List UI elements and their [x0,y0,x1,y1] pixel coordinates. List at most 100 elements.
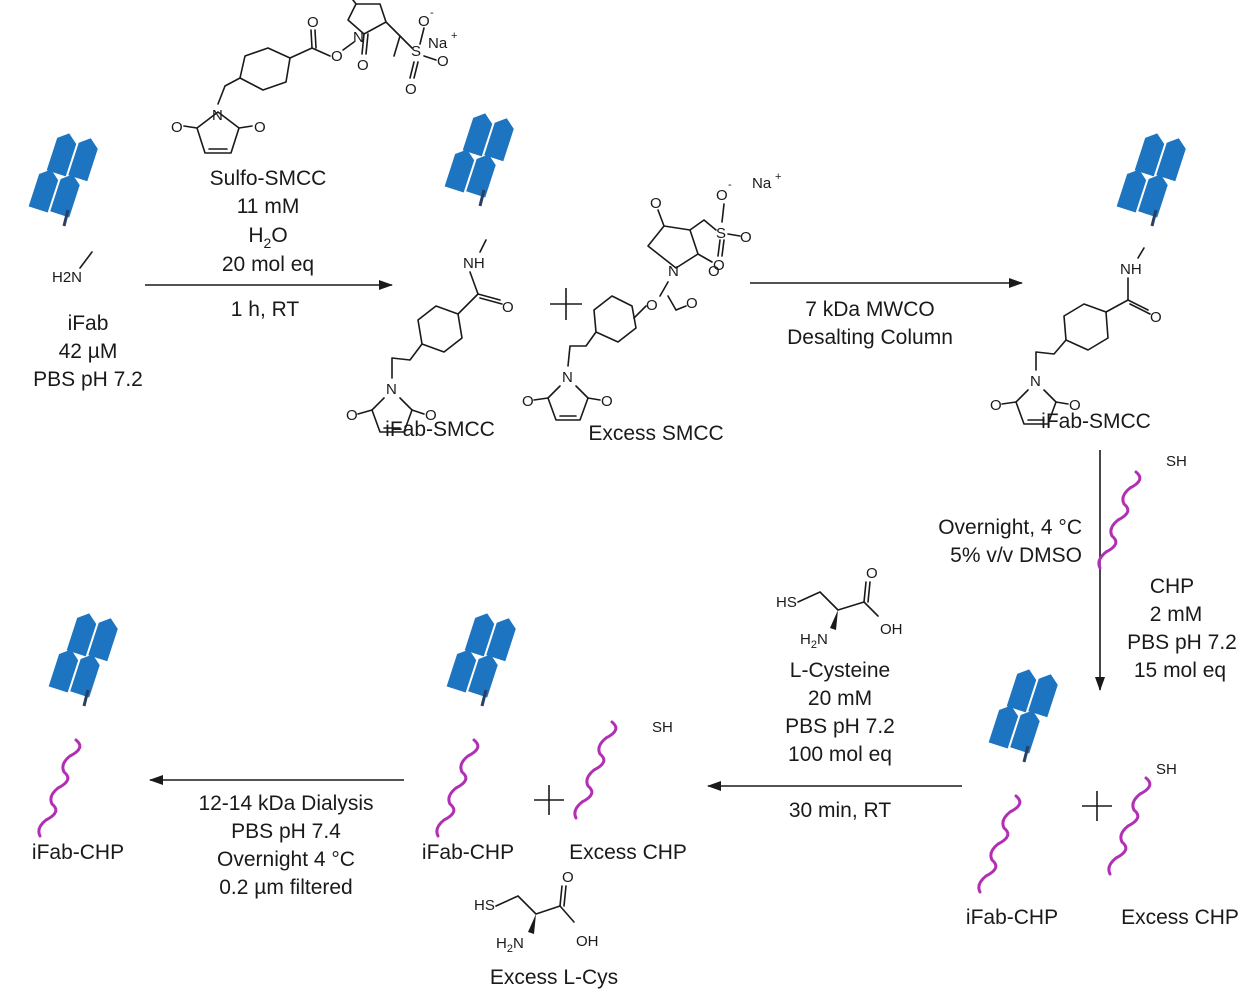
chp-peptide-icon [1097,470,1142,570]
step3-cond2: 5% v/v DMSO [950,544,1082,567]
atom-o: O [740,229,752,246]
atom-o: O [357,57,369,74]
sulfo-smcc-structure: O O N O O N O S O - O O Na + [171,0,457,154]
hydroxyl-label: OH [576,933,599,950]
products4-excess-cys: Excess L-Cys [490,966,618,989]
products3-conjugate: iFab-CHP [966,906,1058,929]
atom-o: O [716,187,728,204]
atom-n: N [562,369,573,386]
thiol-label: HS [776,594,797,611]
minus-charge: - [430,7,434,19]
chp-peptide-icon [37,738,82,838]
atom-s: S [411,43,421,60]
excess-cysteine-structure: HS O OH H2N [474,869,599,955]
step5-line3: Overnight 4 °C [217,848,355,871]
atom-o: O [713,257,725,274]
ifab-smcc-linker-structure: NH O N O O [346,239,514,433]
atom-o: O [562,869,574,886]
atom-o: O [601,393,613,410]
atom-nh: NH [463,255,485,272]
thiol-label: SH [1166,453,1187,470]
amine-label: H2N [496,935,524,955]
step1-condition: 1 h, RT [231,298,300,321]
step1-equiv: 20 mol eq [222,253,314,276]
step5-line2: PBS pH 7.4 [231,820,341,843]
ifab-fragment-icon [48,613,118,707]
plus-sign [534,785,564,815]
chp-peptide-icon [1107,776,1152,876]
amine-label: H2N [800,631,828,651]
final-name: iFab-CHP [32,841,124,864]
step4-buffer: PBS pH 7.2 [785,715,895,738]
ifab-fragment-icon [988,669,1058,763]
step4-equiv: 100 mol eq [788,743,892,766]
step3-equiv: 15 mol eq [1134,659,1226,682]
atom-o: O [331,48,343,65]
step2-line2: Desalting Column [787,326,953,349]
chp-peptide-icon [977,794,1022,894]
products3-excess: Excess CHP [1121,906,1239,929]
atom-n: N [668,263,679,280]
step1-reagent-name: Sulfo-SMCC [210,167,327,190]
atom-n: N [353,29,364,46]
amine-bond [79,251,93,269]
sodium-ion: Na [752,175,772,192]
atom-n: N [212,107,223,124]
ifab-fragment-icon [28,133,98,227]
plus-sign [550,288,582,320]
atom-n: N [1030,373,1041,390]
step4-conc: 20 mM [808,687,872,710]
start-buffer: PBS pH 7.2 [33,368,143,391]
wedge-bond [528,914,536,934]
sodium-ion: Na [428,35,448,52]
atom-o: O [866,565,878,582]
amine-label: H2N [52,269,82,286]
start-conc: 42 µM [59,340,118,363]
step3-buffer: PBS pH 7.2 [1127,631,1237,654]
step4-condition: 30 min, RT [789,799,891,822]
plus-sign [1082,791,1112,821]
atom-o: O [418,13,430,30]
atom-o: O [437,53,449,70]
plus-charge: + [451,30,457,42]
purified-name: iFab-SMCC [1041,410,1151,433]
hydroxyl-label: OH [880,621,903,638]
thiol-label: SH [1156,761,1177,778]
atom-n: N [386,381,397,398]
products4-conjugate: iFab-CHP [422,841,514,864]
step5-line1: 12-14 kDa Dialysis [198,792,373,815]
atom-nh: NH [1120,261,1142,278]
ifab-fragment-icon [446,613,516,707]
chp-peptide-icon [435,738,480,838]
step1-reagent-conc: 11 mM [237,195,300,218]
minus-charge: - [728,179,732,191]
plus-charge: + [775,171,781,183]
atom-o: O [686,295,698,312]
atom-o: O [307,14,319,31]
atom-o: O [1150,309,1162,326]
step5-line4: 0.2 µm filtered [219,876,353,899]
ifab-fragment-icon [444,113,514,207]
atom-o: O [502,299,514,316]
atom-o: O [708,263,720,280]
atom-o: O [522,393,534,410]
thiol-label: SH [652,719,673,736]
step3-reagent: CHP [1150,575,1194,598]
step1-solvent: H2O [248,224,287,251]
ifab-fragment-icon [1116,133,1186,227]
step2-line1: 7 kDa MWCO [805,298,935,321]
excess-smcc-structure: O O N S O - O O Na + O O N O O [522,171,781,421]
purified-linker-structure: NH O N O O [990,247,1162,425]
step3-cond1: Overnight, 4 °C [938,516,1082,539]
products1-excess: Excess SMCC [588,422,723,445]
atom-o: O [405,81,417,98]
wedge-bond [830,610,838,630]
start-name: iFab [68,312,109,335]
products1-conjugate: iFab-SMCC [385,418,495,441]
atom-o: O [171,119,183,136]
products4-excess: Excess CHP [569,841,687,864]
atom-o: O [425,407,437,424]
atom-s: S [716,225,726,242]
atom-o: O [650,195,662,212]
